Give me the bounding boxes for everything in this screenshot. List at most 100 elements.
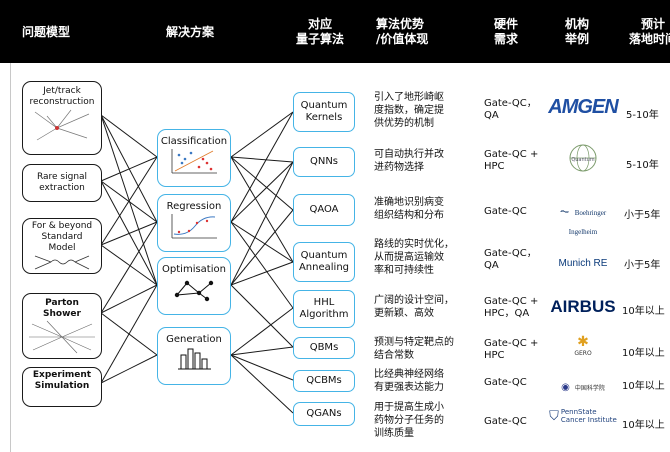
connector — [230, 156, 294, 263]
connector — [230, 111, 294, 223]
connector — [230, 209, 294, 286]
advantage-text: 可自动执行并改 进药物选择 — [374, 149, 444, 173]
header-hardware: 硬件 需求 — [494, 17, 519, 46]
connector — [230, 156, 294, 211]
problem-parton-shower: Parton Shower — [22, 293, 102, 359]
globe-icon — [569, 144, 597, 172]
munich-re-logo: Munich RE — [558, 258, 608, 269]
table-frame — [10, 63, 670, 452]
solution-label: Generation — [166, 334, 222, 345]
header-timeline: 预计 落地时间 — [629, 17, 670, 46]
hardware-text: Gate-QC — [484, 206, 527, 217]
hardware-text: Gate-QC + HPC，QA — [484, 296, 539, 319]
connector — [100, 156, 158, 246]
advantage-text: 准确地识别病变 组织结构和分布 — [374, 197, 444, 221]
hardware-text: Gate-QC — [484, 416, 527, 427]
algorithm-qcbms: QCBMs — [293, 370, 355, 392]
timeline-text: 10年以上 — [622, 306, 665, 317]
connector — [230, 221, 294, 263]
cas-logo: ◉ 中国科学院 — [561, 382, 605, 393]
connector — [100, 221, 158, 314]
hardware-text: Gate-QC， QA — [484, 248, 537, 271]
advantage-text: 用于提高生成小 药物分子任务的 训练质量 — [374, 402, 444, 439]
airbus-logo: AIRBUS — [550, 297, 616, 316]
algorithm-qaoa: QAOA — [293, 194, 355, 226]
bar-chart-icon — [178, 348, 211, 370]
timeline-text: 5-10年 — [626, 110, 659, 121]
algorithm-qnns: QNNs — [293, 147, 355, 177]
timeline-text: 5-10年 — [626, 160, 659, 171]
algorithm-quantum-annealing: Quantum Annealing — [293, 242, 355, 282]
header-problem-model: 问题模型 — [22, 25, 71, 39]
problem-experiment-simulation: Experiment Simulation — [22, 367, 102, 407]
advantage-text: 路线的实时优化， 从而提高运输效 率和可持续性 — [374, 239, 454, 276]
shield-icon: ⛉ — [549, 408, 559, 424]
hardware-text: Gate-QC， QA — [484, 98, 537, 121]
cas-icon: ◉ — [561, 382, 570, 393]
amgen-logo: AMGEN — [548, 96, 618, 118]
timeline-text: 10年以上 — [622, 420, 665, 431]
solution-label: Classification — [160, 136, 228, 147]
problem-standard-model: For & beyond Standard Model — [22, 218, 102, 274]
connector — [230, 156, 294, 163]
header-solution: 解决方案 — [166, 25, 215, 39]
solution-label: Optimisation — [162, 264, 226, 275]
connector — [230, 284, 294, 348]
solution-generation: Generation — [157, 327, 231, 385]
boehringer-icon: ⏦ — [559, 204, 570, 218]
connector — [230, 346, 294, 356]
advantage-text: 引入了地形崎岖 度指数，确定提 供优势的机制 — [374, 92, 444, 129]
timeline-text: 10年以上 — [622, 381, 665, 392]
gero-icon: ✱ — [577, 334, 589, 350]
solution-regression: Regression — [157, 194, 231, 252]
timeline-text: 小于5年 — [624, 260, 661, 271]
connector — [230, 261, 294, 286]
algorithm-qgans: QGANs — [293, 402, 355, 426]
scatter-classification-icon — [171, 149, 217, 174]
quantum-org-logo: Quantum — [548, 141, 618, 172]
connector — [100, 114, 158, 158]
problem-rare-signal: Rare signal extraction — [22, 164, 102, 202]
table-header: 问题模型 解决方案 对应 量子算法 算法优势 /价值体现 硬件 需求 机构 举例… — [0, 0, 670, 63]
particle-tracks-icon — [34, 109, 90, 141]
advantage-text: 预测与特定靶点的 结合常数 — [374, 337, 454, 361]
timeline-text: 小于5年 — [624, 210, 661, 221]
problem-label: Rare signal extraction — [36, 172, 88, 193]
algorithm-qbms: QBMs — [293, 337, 355, 359]
solution-classification: Classification — [157, 129, 231, 187]
feynman-diagram-icon — [34, 255, 90, 270]
connector — [230, 307, 294, 356]
connector — [100, 354, 158, 384]
problem-jet-track: Jet/track reconstruction — [22, 81, 102, 155]
advantage-text: 广阔的设计空间， 更新颖、高效 — [374, 295, 454, 319]
header-quantum-algorithm: 对应 量子算法 — [296, 17, 345, 46]
solution-optimisation: Optimisation — [157, 257, 231, 315]
connector — [230, 354, 294, 414]
hardware-text: Gate-QC — [484, 377, 527, 388]
header-org-example: 机构 举例 — [565, 17, 590, 46]
algorithm-quantum-kernels: Quantum Kernels — [293, 92, 355, 132]
problem-label: For & beyond Standard Model — [31, 221, 93, 253]
boehringer-logo: ⏦ Boehringer Ingelheim — [559, 204, 607, 236]
gero-logo: ✱ GERO — [548, 334, 618, 357]
connector — [230, 161, 294, 286]
algorithm-hhl: HHL Algorithm — [293, 290, 355, 328]
solution-label: Regression — [166, 201, 222, 212]
hardware-text: Gate-QC + HPC — [484, 149, 539, 172]
connector — [230, 161, 294, 223]
connector — [100, 244, 158, 286]
connector — [230, 221, 294, 309]
problem-label: Experiment Simulation — [32, 370, 92, 391]
regression-curve-icon — [171, 214, 217, 239]
connector — [230, 354, 294, 381]
connector — [100, 114, 158, 286]
connector — [100, 156, 158, 182]
network-graph-icon — [174, 280, 214, 302]
connector — [230, 111, 294, 158]
hardware-text: Gate-QC + HPC — [484, 338, 539, 361]
pennstate-logo: ⛉ PennState Cancer Institute — [549, 408, 617, 424]
header-advantage: 算法优势 /价值体现 — [376, 17, 429, 46]
problem-label: Jet/track reconstruction — [29, 86, 95, 107]
connector — [100, 221, 158, 246]
advantage-text: 比经典神经网络 有更强表达能力 — [374, 369, 444, 393]
